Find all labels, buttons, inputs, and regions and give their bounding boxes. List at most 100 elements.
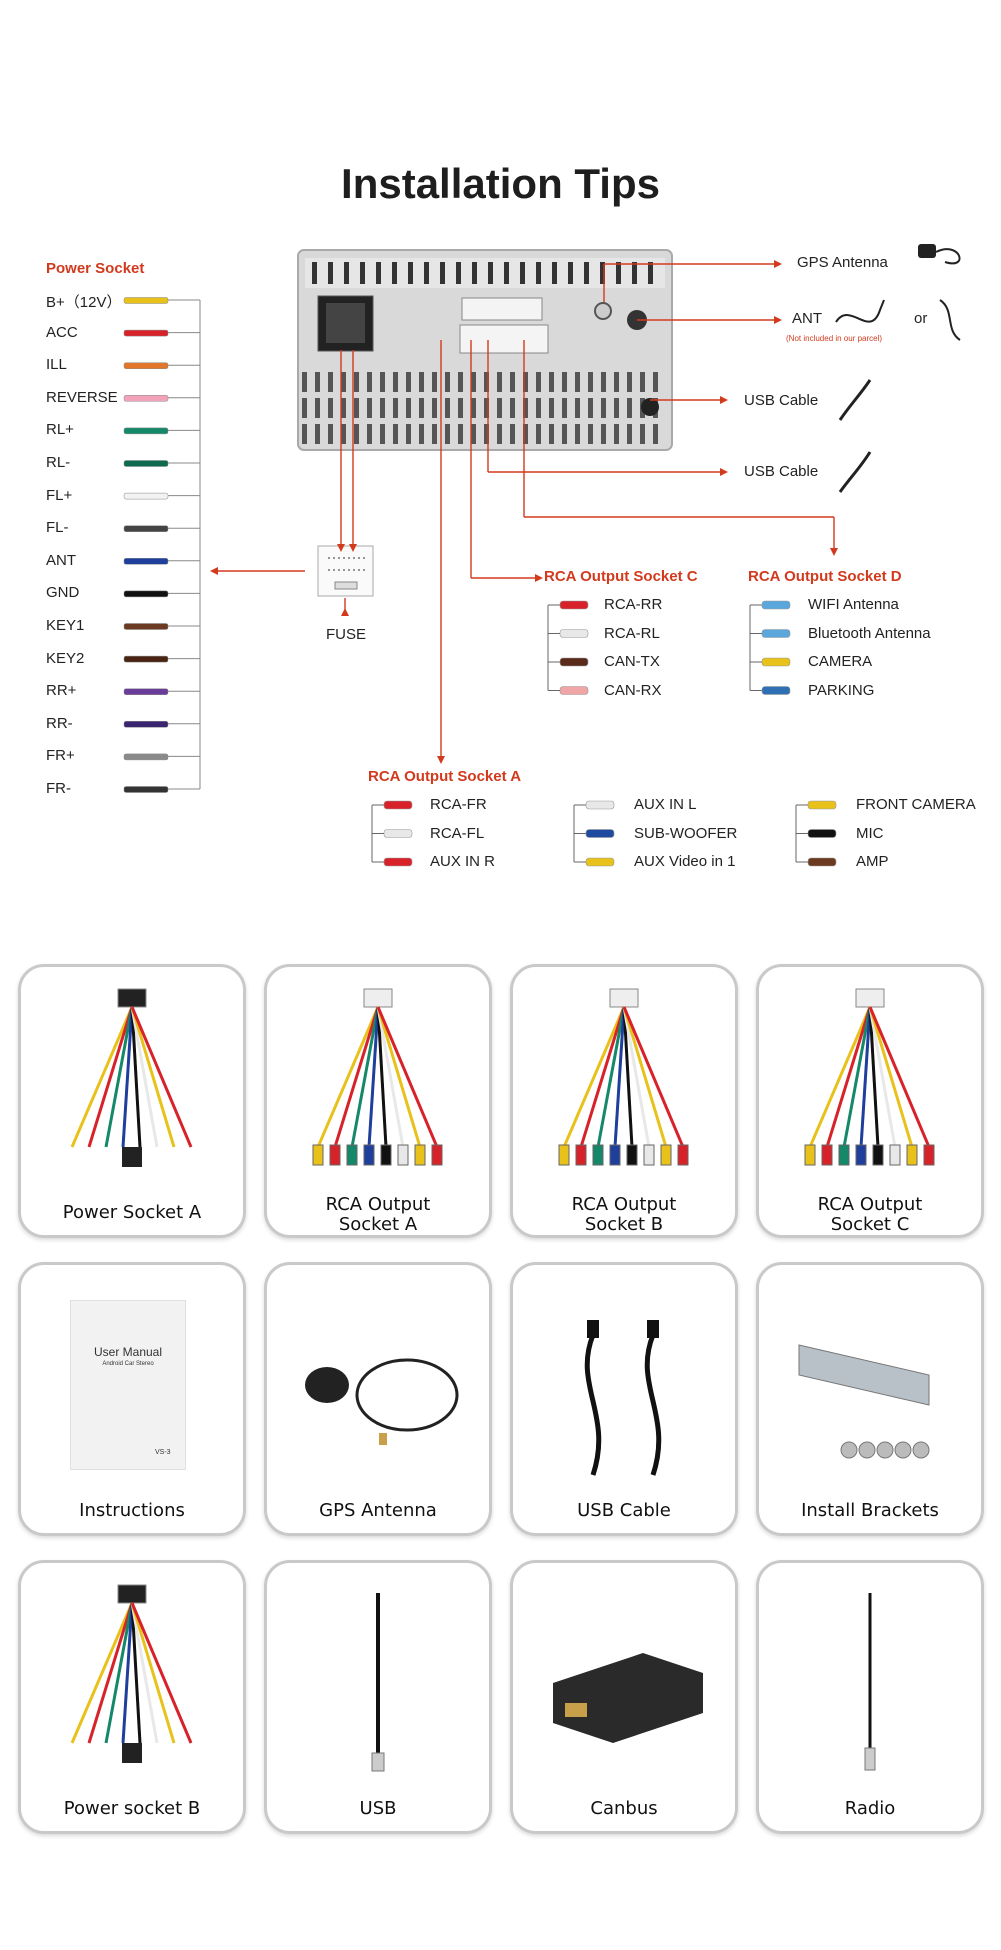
power-wire-tip — [123, 395, 169, 402]
vent-slot — [504, 262, 509, 284]
vent-slot — [393, 398, 398, 418]
plug-label: RCA-RL — [604, 624, 660, 642]
power-pin-label: B+（12V） — [46, 294, 122, 311]
plug-tip — [585, 800, 615, 810]
accessory-card: USB Cable — [510, 1262, 738, 1536]
vent-slot — [458, 398, 463, 418]
accessory-card: USB — [264, 1560, 492, 1834]
vent-slot — [344, 262, 349, 284]
power-pin-label: FR+ — [46, 747, 75, 765]
plug-label: CAN-TX — [604, 653, 660, 670]
rca-a-title: RCA Output Socket A — [368, 768, 522, 785]
power-pin-label: KEY2 — [46, 649, 85, 667]
vent-slot — [552, 262, 557, 284]
plug-label: FRONT CAMERA — [856, 796, 976, 813]
product-illustration — [798, 1344, 930, 1459]
vent-slot — [367, 398, 372, 418]
vent-slot — [653, 424, 658, 444]
vent-slot — [406, 424, 411, 444]
power-socket-title: Power Socket — [46, 260, 145, 277]
card-caption: RCA Output — [571, 1194, 677, 1215]
vent-slot — [510, 372, 515, 392]
product-illustration — [312, 988, 443, 1166]
vent-slot — [601, 372, 606, 392]
card-caption: RCA Output — [817, 1194, 923, 1215]
plug-label: CAMERA — [808, 653, 873, 670]
vent-slot — [367, 424, 372, 444]
plug-label: AUX IN R — [430, 853, 496, 870]
power-wire-tip — [123, 362, 169, 369]
vent-slot — [302, 424, 307, 444]
vent-slot — [575, 372, 580, 392]
vent-slot — [315, 398, 320, 418]
plug-tip — [585, 857, 615, 867]
vent-slot — [536, 262, 541, 284]
power-pin-label: ANT — [46, 551, 76, 569]
vent-slot — [575, 424, 580, 444]
plug-tip — [761, 600, 791, 610]
accessory-card: Canbus — [510, 1560, 738, 1834]
card-caption: Install Brackets — [801, 1500, 939, 1521]
manual-title: User Manual — [93, 1345, 163, 1359]
vent-slot — [328, 398, 333, 418]
vent-slot — [440, 262, 445, 284]
vent-slot — [562, 372, 567, 392]
plug-label: RCA-FL — [430, 824, 485, 842]
power-pin-label: ILL — [46, 356, 67, 374]
plug-tip — [383, 857, 413, 867]
vent-slot — [549, 372, 554, 392]
vent-slot — [536, 372, 541, 392]
power-pin-label: FL- — [46, 519, 69, 537]
vent-slot — [484, 398, 489, 418]
usb-cable-icon-2 — [838, 451, 872, 493]
vent-slot — [302, 372, 307, 392]
vent-slot — [640, 372, 645, 392]
vent-slot — [488, 262, 493, 284]
vent-slot — [354, 398, 359, 418]
power-wire-tip — [123, 460, 169, 467]
vent-slot — [568, 262, 573, 284]
plug-label: CAN-RX — [604, 681, 662, 699]
vent-slot — [472, 262, 477, 284]
usb-cable-icon-1 — [838, 379, 872, 421]
plug-tip — [559, 600, 589, 610]
vent-slot — [648, 262, 653, 284]
vent-slot — [588, 372, 593, 392]
card-caption: Canbus — [590, 1798, 658, 1819]
vent-slot — [341, 372, 346, 392]
vent-slot — [614, 424, 619, 444]
vent-slot — [510, 424, 515, 444]
vent-slot — [458, 424, 463, 444]
usb-cable-label-1: USB Cable — [744, 392, 819, 409]
power-pin-label: FR- — [46, 780, 71, 797]
vent-slot — [432, 372, 437, 392]
head-unit-back — [297, 249, 673, 451]
power-wire-tip — [123, 590, 169, 598]
plug-label: AMP — [856, 853, 889, 870]
power-pin-label: ACC — [46, 323, 78, 341]
product-illustration — [305, 1358, 459, 1445]
ant-alt-icon — [939, 299, 961, 341]
product-illustration — [804, 988, 935, 1166]
vent-slot — [341, 424, 346, 444]
vent-slot — [406, 398, 411, 418]
ant-cable-icon — [835, 299, 885, 323]
vent-slot — [360, 262, 365, 284]
plug-tip — [383, 829, 413, 838]
card-caption: Radio — [844, 1798, 896, 1819]
vent-slot — [354, 424, 359, 444]
vent-slot — [523, 372, 528, 392]
power-pin-label: KEY1 — [46, 617, 85, 634]
power-wire-tip — [123, 558, 169, 565]
vent-slot — [584, 262, 589, 284]
vent-slot — [614, 398, 619, 418]
vent-slot — [354, 372, 359, 392]
plug-label: RCA-RR — [604, 596, 663, 613]
vent-slot — [575, 398, 580, 418]
vent-slot — [562, 398, 567, 418]
card-caption: USB Cable — [577, 1500, 671, 1521]
vent-slot — [456, 262, 461, 284]
power-wire-tip — [123, 688, 169, 695]
vent-slot — [376, 262, 381, 284]
vent-slot — [497, 424, 502, 444]
